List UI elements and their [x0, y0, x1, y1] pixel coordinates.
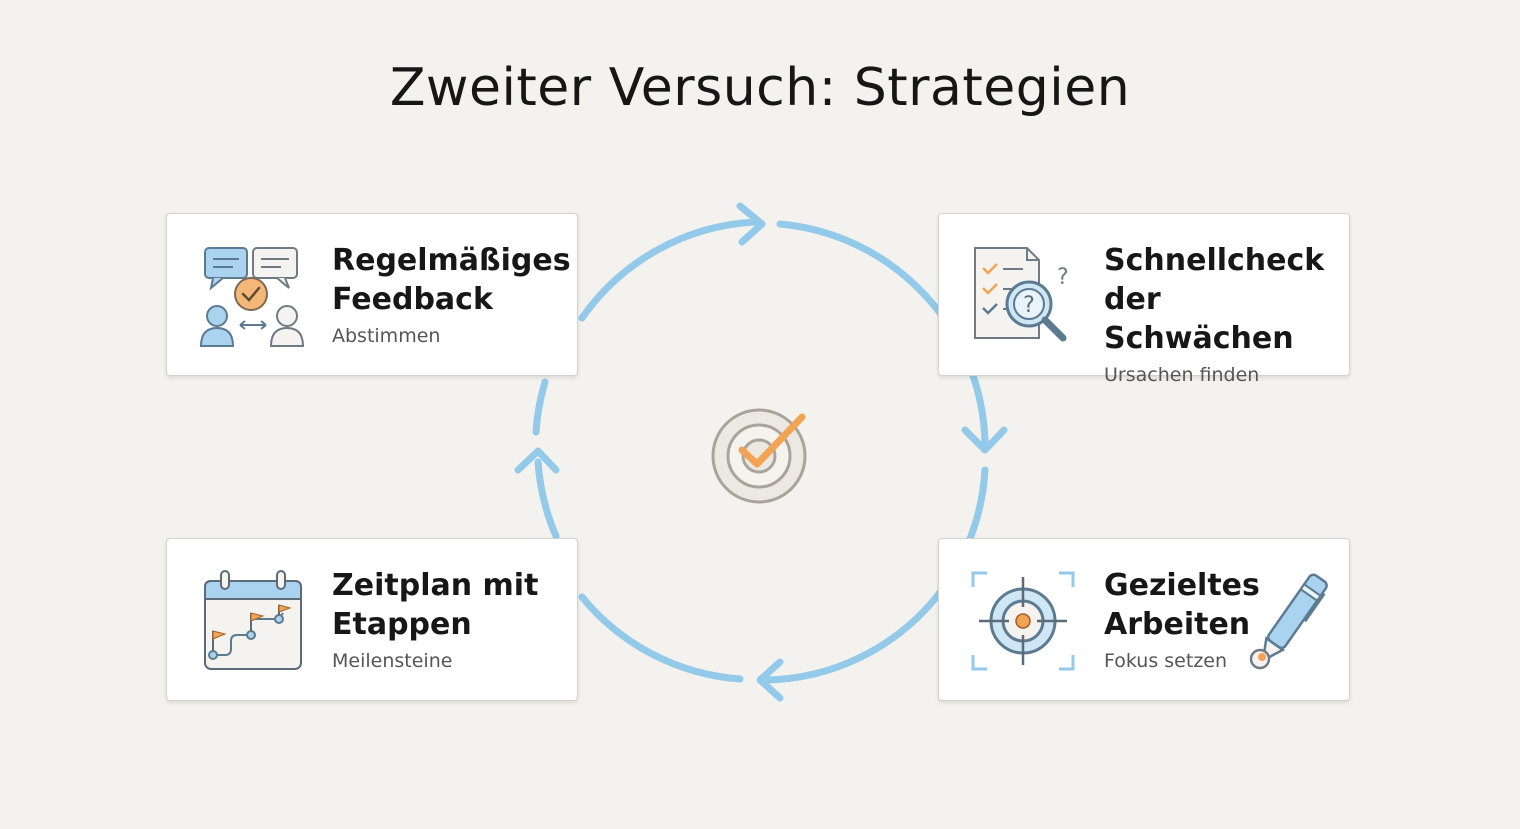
card-heading: Zeitplan mit Etappen — [332, 566, 567, 644]
card-subtitle: Meilensteine — [332, 650, 453, 672]
card-subtitle: Abstimmen — [332, 325, 441, 347]
cycle-arc-left-upper — [532, 378, 549, 436]
card-subtitle: Ursachen finden — [1104, 364, 1260, 386]
cycle-arc-left — [534, 458, 560, 540]
card-heading-line-2: Etappen — [332, 607, 472, 642]
strategy-card-schedule: Zeitplan mit Etappen Meilensteine — [166, 538, 578, 701]
focus-target-icon — [971, 571, 1075, 671]
card-heading: Regelmäßiges Feedback — [332, 241, 571, 319]
calendar-milestones-icon — [204, 570, 302, 670]
pen-icon — [1249, 573, 1328, 670]
cycle-arc-bottom — [761, 591, 942, 684]
card-heading-line-2: Arbeiten — [1104, 607, 1251, 642]
arrow-head-left — [514, 447, 560, 474]
card-heading: Gezieltes Arbeiten — [1104, 566, 1339, 644]
card-heading-line-1: Schnellcheck — [1104, 243, 1325, 278]
cycle-arc-top-left — [578, 218, 759, 322]
card-heading-line-1: Regelmäßiges — [332, 243, 571, 278]
cycle-arc-bottom-left — [578, 593, 744, 683]
page-title: Zweiter Versuch: Strategien — [389, 58, 1131, 118]
card-heading: Schnellcheck der Schwächen — [1104, 241, 1339, 358]
card-heading-line-2: Feedback — [332, 282, 493, 317]
card-heading-line-2: der Schwächen — [1104, 282, 1294, 356]
feedback-exchange-icon — [199, 247, 305, 347]
target-check-icon — [711, 408, 807, 504]
arrow-head-top — [736, 202, 766, 246]
strategy-card-feedback: Regelmäßiges Feedback Abstimmen — [166, 213, 578, 376]
arrow-head-bottom — [756, 658, 784, 702]
arrow-head-right — [961, 426, 1008, 454]
card-heading-line-1: Zeitplan mit — [332, 568, 539, 603]
card-subtitle: Fokus setzen — [1104, 650, 1228, 672]
svg-text:?: ? — [1057, 265, 1069, 290]
checklist-magnifier-icon: ? ? — [974, 247, 1069, 342]
strategy-card-weakness-check: ? ? Schnellcheck der Schwächen Ursachen … — [938, 213, 1350, 386]
cycle-arc-top-right — [776, 220, 989, 449]
svg-text:?: ? — [1023, 293, 1035, 318]
card-heading-line-1: Gezieltes — [1104, 568, 1260, 603]
